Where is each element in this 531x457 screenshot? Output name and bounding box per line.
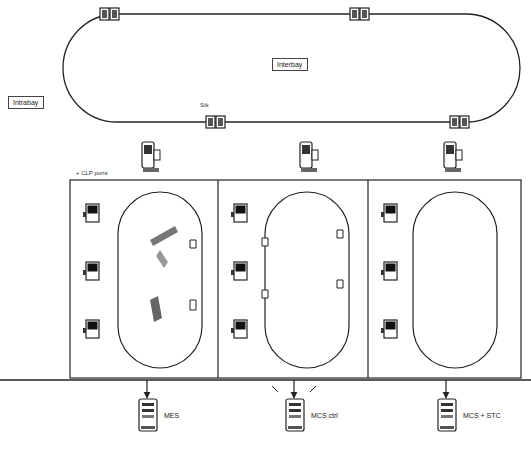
interbay-loop [63, 14, 520, 122]
network-bus [0, 379, 531, 381]
stocker-tower [300, 142, 318, 172]
server-label: MCS ctrl [311, 412, 338, 419]
intrabay-loop [118, 192, 202, 368]
annotation-label: Stk [200, 102, 209, 108]
region-label: Intrabay [13, 99, 39, 106]
server-label: MCS + STC [463, 412, 501, 419]
stocker [350, 8, 369, 20]
bay-frame [70, 180, 521, 378]
server-icon [285, 398, 305, 432]
stocker-tower [444, 142, 462, 172]
stocker-tower [142, 142, 160, 172]
stocker [206, 116, 225, 128]
region-label: Interbay [277, 61, 303, 68]
stocker [100, 8, 119, 20]
server-icon [437, 398, 457, 432]
server-node: MCS ctrl [285, 398, 338, 432]
server-label: MES [164, 412, 179, 419]
intrabay-loop [413, 192, 497, 368]
server-node: MES [138, 398, 179, 432]
annotation-label: + CLP ports [76, 170, 108, 176]
server-node: MCS + STC [437, 398, 501, 432]
intrabay-loop [265, 192, 349, 368]
stocker [450, 116, 469, 128]
server-icon [138, 398, 158, 432]
region-label-box: Intrabay [8, 96, 44, 109]
region-label-box: Interbay [272, 58, 308, 71]
vehicle [150, 226, 178, 246]
